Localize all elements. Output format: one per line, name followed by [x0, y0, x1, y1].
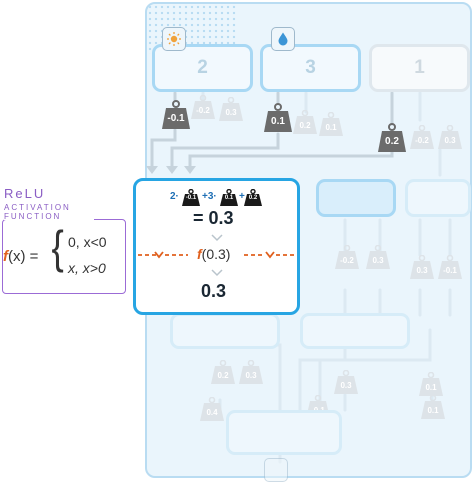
chevron-down-icon — [211, 234, 223, 242]
faint-weight-label: 0.3 — [340, 381, 352, 390]
calc-sum: = 0.3 — [193, 208, 234, 228]
faint-weight-label: -0.1 — [443, 266, 457, 275]
faint-weight-label: -0.2 — [340, 256, 354, 265]
weight-icon: 0.3 — [238, 359, 264, 389]
weight-icon: 0.2 — [210, 359, 236, 389]
faint-weight-label: 0.3 — [245, 371, 257, 380]
chevron-down-icon — [211, 269, 223, 277]
faint-weight-label: 0.3 — [416, 266, 428, 275]
weight-icon: 0.3 — [409, 254, 435, 284]
weight-icon: -0.2 — [334, 244, 360, 274]
input-node-2: 3 — [260, 44, 361, 92]
weight-icon: 0.3 — [365, 244, 391, 274]
input-value-3: 1 — [414, 57, 425, 78]
input-value-2: 3 — [305, 57, 316, 78]
layer3-node-2 — [300, 313, 410, 349]
relu-subtitle-text: ACTIVATION FUNCTION — [4, 203, 71, 221]
weight-icon: 0.3 — [437, 124, 463, 154]
relu-title: ReLU — [4, 186, 46, 201]
faint-weight-label: 0.2 — [299, 121, 311, 130]
faint-weight-label: -0.2 — [196, 106, 210, 115]
faint-weight-label: 0.1 — [325, 123, 337, 132]
neuron-output: 0.3 — [201, 281, 227, 301]
relu-case-2: x, x>0 — [68, 260, 106, 276]
relu-link-lines — [138, 251, 294, 259]
neuron-calculation-box — [133, 178, 300, 315]
weight-icon: 0.1 — [420, 394, 446, 424]
mini-weight-1: -0.1 — [181, 188, 201, 211]
relu-call: f(0.3) — [197, 246, 230, 262]
weight-icon: 0.1 — [262, 103, 294, 138]
weight-icon: 0.3 — [333, 369, 359, 399]
mini-weight-3-label: 0.2 — [248, 195, 258, 201]
weight-label-3: 0.2 — [385, 136, 399, 147]
relu-call-f: f — [197, 246, 202, 262]
calc-plus: + — [239, 191, 245, 202]
weight-icon: 0.4 — [199, 396, 225, 426]
water-drop-icon — [271, 27, 295, 51]
relu-f: f — [3, 248, 8, 265]
relu-lhs-rest: (x) = — [8, 248, 39, 265]
relu-subtitle: ACTIVATION FUNCTION — [4, 203, 88, 221]
hidden-node-3 — [405, 179, 471, 217]
faint-weight-label: 0.4 — [206, 408, 218, 417]
weight-icon: 0.2 — [376, 123, 408, 158]
weight-icon: -0.1 — [437, 254, 463, 284]
mini-weight-3: 0.2 — [243, 188, 263, 211]
calc-expr-2: 2· — [170, 191, 179, 202]
faint-weight-label: -0.2 — [415, 136, 429, 145]
relu-case-1: 0, x<0 — [68, 234, 107, 250]
weight-icon: -0.2 — [190, 94, 216, 124]
output-node — [226, 410, 342, 455]
mini-weight-2-label: 0.1 — [224, 195, 234, 201]
relu-call-arg: (0.3) — [201, 246, 231, 262]
weight-label-1: -0.1 — [167, 113, 185, 124]
hidden-node-2 — [316, 179, 396, 217]
layer3-node-1 — [170, 313, 280, 349]
weight-label-2: 0.1 — [271, 116, 285, 127]
weight-icon: 0.1 — [418, 371, 444, 401]
faint-weight-label: 0.2 — [217, 371, 229, 380]
weight-icon: 0.2 — [292, 109, 318, 139]
mini-weight-2: 0.1 — [219, 188, 239, 211]
faint-weight-label: 0.1 — [425, 383, 437, 392]
faint-weight-label: 0.1 — [427, 406, 439, 415]
weight-icon: 0.1 — [318, 111, 344, 141]
relu-lhs: f(x) = — [3, 248, 38, 265]
relu-formula-box — [2, 219, 126, 294]
mini-weight-1-label: -0.1 — [185, 195, 197, 201]
sun-icon — [162, 27, 186, 51]
weight-icon: -0.2 — [409, 124, 435, 154]
input-node-1: 2 — [152, 44, 253, 92]
faint-weight-label: 0.3 — [225, 108, 237, 117]
input-value-1: 2 — [197, 57, 208, 78]
calc-expr-3: +3· — [202, 191, 217, 202]
input-node-3: 1 — [369, 44, 470, 92]
faint-weight-label: 0.3 — [444, 136, 456, 145]
relu-title-block: ReLU ACTIVATION FUNCTION — [4, 186, 94, 221]
faint-weight-label: 0.3 — [372, 256, 384, 265]
output-icon — [264, 458, 288, 482]
relu-brace: { — [51, 221, 64, 273]
weight-icon: -0.1 — [160, 100, 192, 135]
weight-icon: 0.3 — [218, 96, 244, 126]
